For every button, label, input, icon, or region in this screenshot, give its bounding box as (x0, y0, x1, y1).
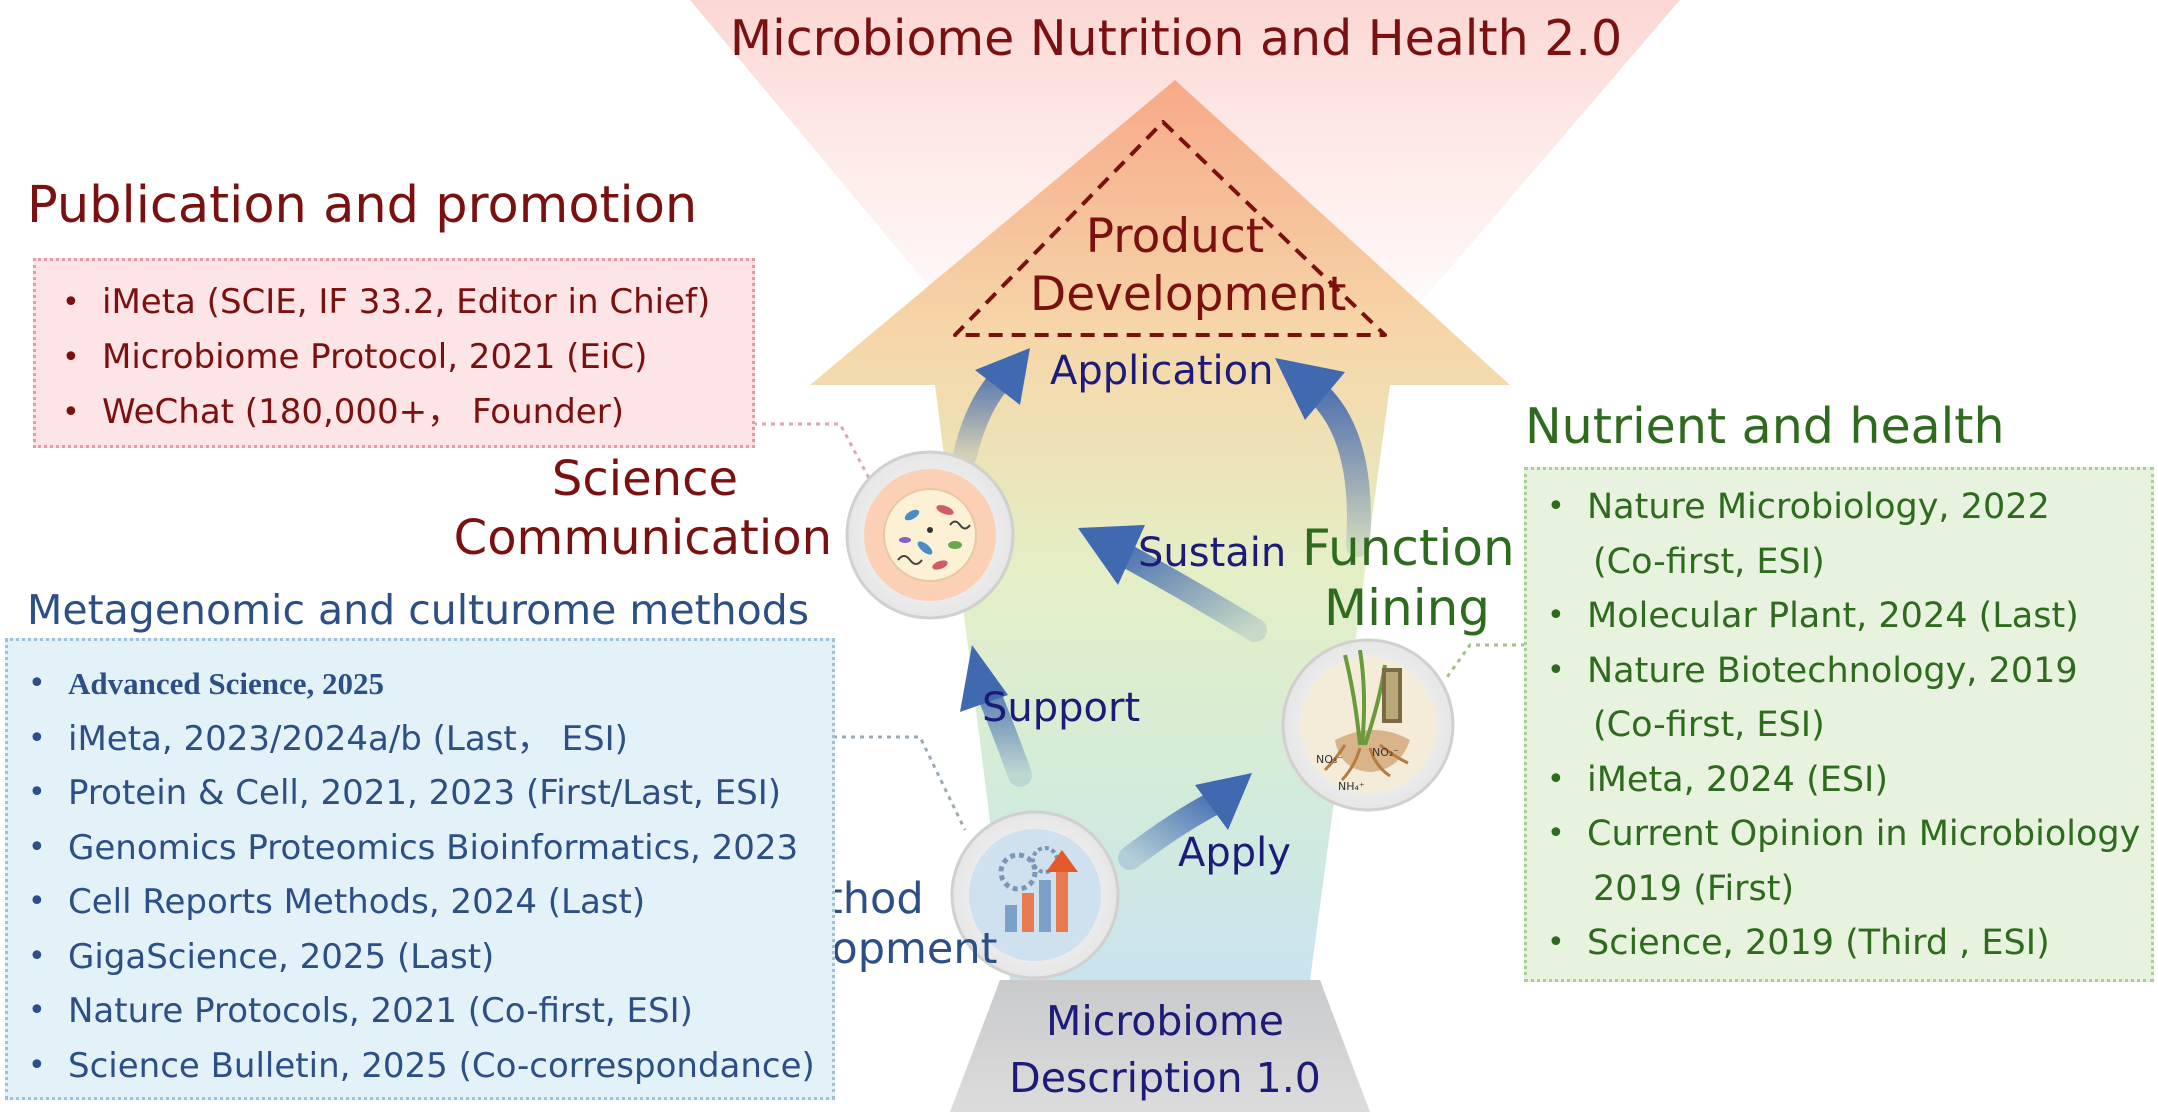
nutrient-item: • Nature Biotechnology, 2019 (Co-first, ES… (1547, 644, 2151, 753)
nutrient-item-text: Nature Biotechnology, 2019 (1587, 650, 2078, 691)
nutrient-item: • Nature Microbiology, 2022 (Co-first, ESI… (1547, 480, 2151, 589)
methods-item: • Genomics Proteomics Bioinformatics, 202… (28, 821, 832, 876)
nutrient-item-text-cont: (Co-first, ESI) (1593, 705, 1825, 745)
arrow-apply (1118, 773, 1252, 870)
methods-item-text: iMeta, 2023/2024a/b (Last， ESI) (68, 718, 628, 759)
arrow-application-right (1275, 358, 1371, 557)
main-title: Microbiome Nutrition and Health 2.0 (729, 10, 1623, 67)
bullet-icon: • (28, 720, 46, 756)
nutrient-list: • Nature Microbiology, 2022 (Co-first, ESI… (1547, 480, 2151, 971)
bullet-icon: • (28, 938, 46, 974)
nutrient-item-text: Molecular Plant, 2024 (Last) (1587, 596, 2079, 636)
bullet-icon: • (1547, 761, 1565, 797)
arrow-sustain (1078, 525, 1267, 642)
function-mining-icon (1281, 638, 1455, 812)
application-label: Application (1050, 348, 1274, 394)
publication-item: • WeChat (180,000+， Founder) (62, 385, 752, 440)
nutrient-item: • Science, 2019 (Third , ESI) (1547, 916, 2151, 971)
science-label-line1: Science (551, 451, 738, 507)
apply-label: Apply (1178, 830, 1291, 876)
methods-item-text: Advanced Science, 2025 (68, 666, 385, 701)
function-label-line1: Function (1302, 519, 1515, 577)
method-development-icon (950, 810, 1120, 980)
publication-box: •iMeta (SCIE, IF 33.2, Editor in Chief)•… (33, 258, 755, 448)
publication-item-text: Microbiome Protocol, 2021 (EiC) (102, 337, 648, 377)
bullet-icon: • (28, 829, 46, 865)
product-development-label: Product Development (1030, 208, 1347, 324)
methods-item: • Science Bulletin, 2025 (Co-correspondan… (28, 1039, 832, 1094)
base-label-line2: Description 1.0 (1009, 1054, 1321, 1102)
connector-methods (833, 735, 967, 831)
nutrient-item-text: Current Opinion in Microbiology (1587, 814, 2141, 854)
support-label: Support (982, 685, 1141, 731)
methods-list: • Advanced Science, 2025 • iMeta, 2023/2024… (28, 657, 832, 1093)
methods-item: • Nature Protocols, 2021 (Co-first, ESI) (28, 984, 832, 1039)
bullet-icon: • (28, 884, 46, 919)
nutrient-item: • Current Opinion in Microbiology 2019 (Fi… (1547, 807, 2151, 916)
sustain-label: Sustain (1138, 530, 1287, 576)
bullet-icon: • (62, 340, 80, 375)
nutrient-item-text: iMeta, 2024 (ESI) (1587, 759, 1889, 800)
publication-item-text: iMeta (SCIE, IF 33.2, Editor in Chief) (102, 282, 711, 322)
bullet-icon: • (1547, 489, 1565, 524)
function-label-line2: Mining (1323, 579, 1491, 637)
nutrient-item: • Molecular Plant, 2024 (Last) (1547, 589, 2151, 644)
methods-item: • Protein & Cell, 2021, 2023 (First/Last,… (28, 766, 832, 821)
bullet-icon: • (1547, 816, 1565, 851)
base-trapezoid (950, 980, 1370, 1112)
methods-item: • GigaScience, 2025 (Last) (28, 930, 832, 985)
science-communication-icon (845, 450, 1015, 620)
bullet-icon: • (1547, 925, 1565, 960)
function-mining-label: Function Mining (1302, 518, 1515, 638)
nutrient-label-no3: NO₃⁻ (1316, 753, 1343, 766)
publication-item-text: WeChat (180,000+， Founder) (102, 392, 624, 432)
methods-item-text: Protein & Cell, 2021, 2023 (First/Last, … (68, 773, 782, 813)
nutrient-item-text: Nature Microbiology, 2022 (1587, 487, 2050, 527)
base-label-line1: Microbiome (1045, 997, 1284, 1045)
bullet-icon: • (28, 993, 46, 1028)
methods-item: • Cell Reports Methods, 2024 (Last) (28, 875, 832, 930)
methods-box: • Advanced Science, 2025 • iMeta, 2023/2024… (5, 638, 835, 1100)
nutrient-item: • iMeta, 2024 (ESI) (1547, 753, 2151, 808)
base-label: Microbiome Description 1.0 (1000, 993, 1330, 1107)
methods-item: • iMeta, 2023/2024a/b (Last， ESI) (28, 712, 832, 767)
arrow-application-left (953, 348, 1030, 467)
nutrient-labels-group: NO₃⁻ NO₂⁻ NH₄⁺ (1316, 746, 1399, 793)
bullet-icon: • (62, 285, 80, 320)
methods-heading: Metagenomic and culturome methods (27, 586, 810, 634)
product-label-line2: Development (1030, 267, 1347, 322)
methods-item-text: Science Bulletin, 2025 (Co-correspondanc… (68, 1045, 815, 1086)
science-label-line2: Communication (453, 510, 832, 566)
nutrient-label-nh4: NH₄⁺ (1338, 780, 1365, 793)
connector-nutrient (1443, 643, 1525, 681)
nutrient-item-text-cont: (Co-first, ESI) (1593, 541, 1825, 582)
bullet-icon: • (62, 395, 80, 430)
publication-item: • Microbiome Protocol, 2021 (EiC) (62, 330, 752, 385)
nutrient-box: • Nature Microbiology, 2022 (Co-first, ESI… (1524, 467, 2154, 982)
product-label-line1: Product (1085, 209, 1265, 264)
publication-item: • iMeta (SCIE, IF 33.2, Editor in Chief) (62, 275, 752, 330)
bullet-icon: • (28, 1047, 46, 1083)
nutrient-item-text: Science, 2019 (Third , ESI) (1587, 923, 2050, 963)
bullet-icon: • (1547, 598, 1565, 633)
methods-item-text: Nature Protocols, 2021 (Co-first, ESI) (68, 991, 693, 1031)
bullet-icon: • (28, 666, 46, 701)
publication-list: •iMeta (SCIE, IF 33.2, Editor in Chief)•… (62, 275, 752, 440)
connector-publication (753, 422, 872, 481)
methods-item: • Advanced Science, 2025 (28, 657, 832, 712)
methods-item-text: Cell Reports Methods, 2024 (Last) (68, 882, 646, 922)
publication-heading: Publication and promotion (27, 176, 698, 235)
nutrient-item-text-cont: 2019 (First) (1593, 868, 1795, 909)
product-dashed-triangle (953, 120, 1387, 337)
arrow-support (960, 645, 1032, 787)
bullet-icon: • (28, 775, 46, 810)
science-communication-label: Science Communication (452, 450, 832, 568)
nutrient-label-no2: NO₂⁻ (1372, 746, 1399, 759)
methods-item-text: GigaScience, 2025 (Last) (68, 936, 495, 977)
nutrient-heading: Nutrient and health (1525, 398, 2005, 455)
methods-item-text: Genomics Proteomics Bioinformatics, 2023 (68, 827, 799, 868)
bullet-icon: • (1547, 652, 1565, 688)
